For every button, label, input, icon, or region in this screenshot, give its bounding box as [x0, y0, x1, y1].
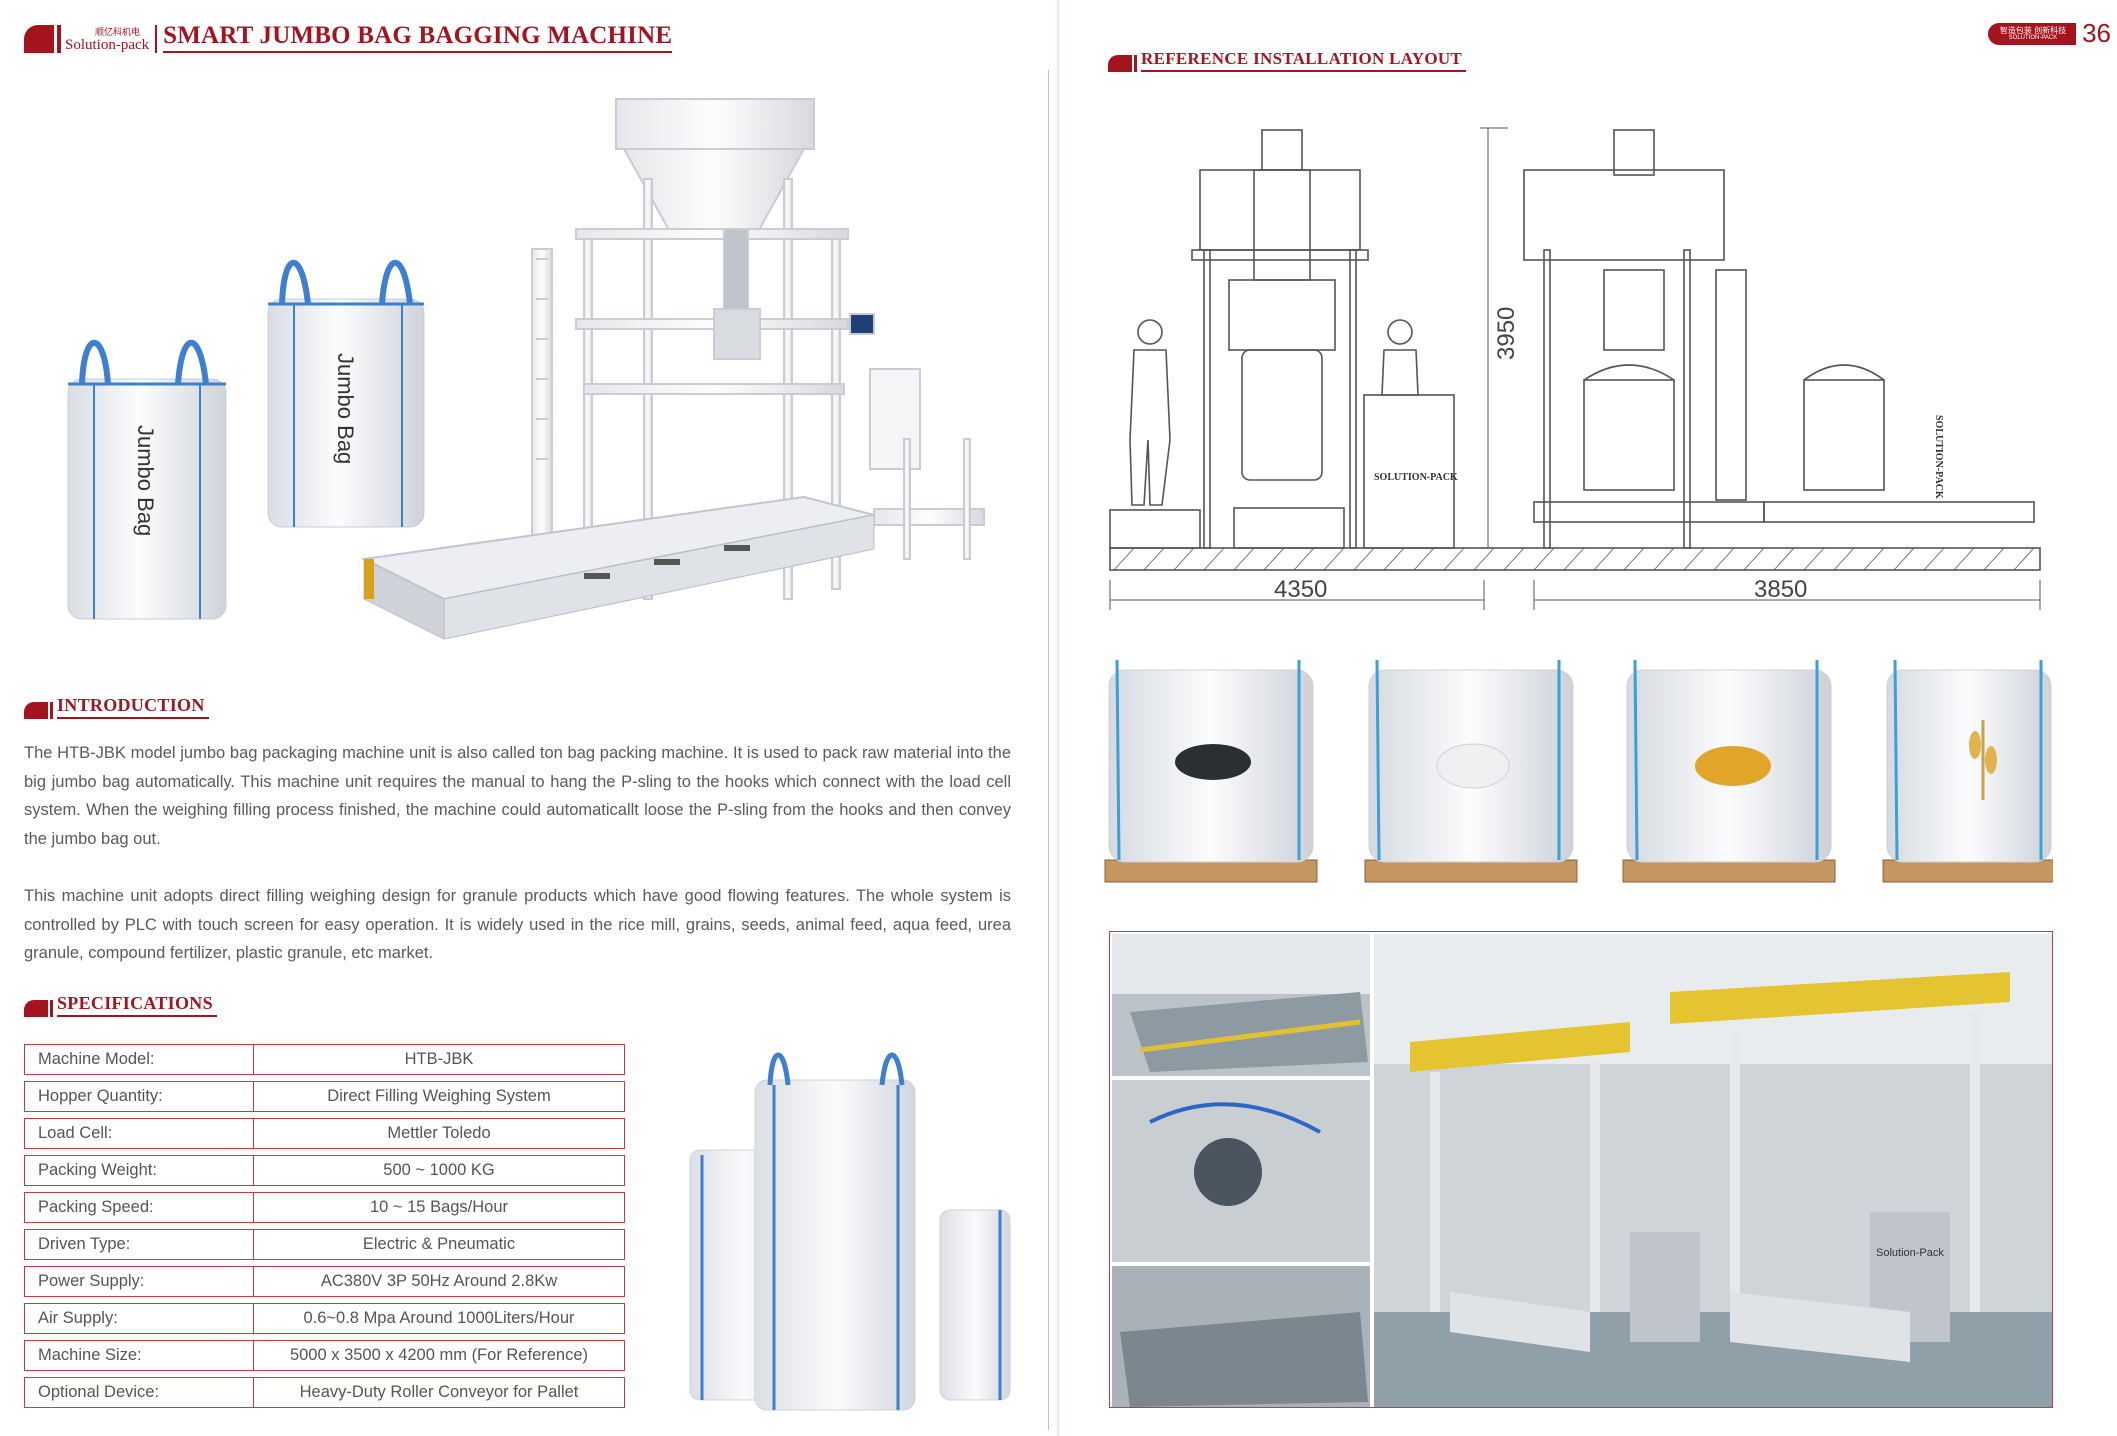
- spec-value: 500 ~ 1000 KG: [383, 1161, 495, 1179]
- right-page: 智造包装 创新科技 SOLUTION-PACK 36 REFERENCE INS…: [1059, 0, 2117, 1436]
- bag-label-2: Jumbo Bag: [333, 353, 358, 464]
- spec-key: Optional Device:: [25, 1378, 254, 1407]
- spec-value: 5000 x 3500 x 4200 mm (For Reference): [289, 1346, 589, 1364]
- bag-sample-white-granule: [1364, 659, 1578, 883]
- roller-conveyor: [360, 495, 875, 640]
- page-number: 36: [2082, 18, 2111, 48]
- spec-row: Packing Speed: 10 ~ 15 Bags/Hour: [24, 1192, 625, 1223]
- spec-value: Direct Filling Weighing System: [327, 1087, 551, 1105]
- layout-heading: REFERENCE INSTALLATION LAYOUT: [1108, 49, 1467, 72]
- page-header: 顺亿科机电 Solution-pack SMART JUMBO BAG BAGG…: [24, 22, 673, 53]
- page-pill-en: SOLUTION-PACK: [2008, 35, 2058, 42]
- photo-roller-conveyor: [1112, 934, 1370, 1076]
- spec-value: HTB-JBK: [404, 1050, 474, 1068]
- bag-label-1: Jumbo Bag: [133, 425, 158, 536]
- spec-key: Driven Type:: [25, 1230, 254, 1259]
- spec-row: Machine Model: HTB-JBK: [24, 1044, 625, 1075]
- photo-production-line: [1374, 934, 2052, 1407]
- dimension-lines: [1109, 127, 2041, 610]
- spec-value: Mettler Toledo: [387, 1124, 491, 1142]
- bagging-machine: [531, 98, 985, 600]
- specifications-title: SPECIFICATIONS: [57, 993, 217, 1017]
- spec-key: Air Supply:: [25, 1304, 254, 1333]
- spec-key: Power Supply:: [25, 1267, 254, 1296]
- spec-key: Packing Weight:: [25, 1156, 254, 1185]
- page-pill: 智造包装 创新科技 SOLUTION-PACK: [1987, 22, 2077, 45]
- photo-logo: Solution-Pack: [1876, 1247, 1944, 1259]
- photo-roller-bed: [1112, 1266, 1370, 1407]
- spec-key: Packing Speed:: [25, 1193, 254, 1222]
- spec-value: 10 ~ 15 Bags/Hour: [369, 1198, 509, 1216]
- spec-key: Hopper Quantity:: [25, 1082, 254, 1111]
- spec-row: Power Supply: AC380V 3P 50Hz Around 2.8Kw: [24, 1266, 625, 1297]
- introduction-heading: INTRODUCTION: [24, 695, 209, 719]
- stacked-bags-image: [689, 1052, 1011, 1411]
- specifications-heading: SPECIFICATIONS: [24, 993, 217, 1017]
- spec-value: Heavy-Duty Roller Conveyor for Pallet: [299, 1383, 579, 1401]
- layout-title: REFERENCE INSTALLATION LAYOUT: [1141, 49, 1467, 72]
- machine-illustration: Jumbo Bag Jumbo Bag: [24, 79, 1008, 667]
- spec-row: Load Cell: Mettler Toledo: [24, 1118, 625, 1149]
- brand-en: Solution-pack: [65, 37, 150, 53]
- bag-sample-wheat: [1882, 659, 2053, 883]
- spec-value: Electric & Pneumatic: [362, 1235, 516, 1253]
- spec-key: Machine Model:: [25, 1045, 254, 1074]
- factory-photo-collage: Solution-Pack: [1109, 931, 2053, 1408]
- jumbo-bag-1: [67, 339, 227, 620]
- dimension-width-left: 4350: [1274, 576, 1327, 603]
- page-pill-cn: 智造包装 创新科技: [1999, 25, 2067, 35]
- floor-slab: [1109, 547, 2041, 571]
- spec-row: Optional Device: Heavy-Duty Roller Convey…: [24, 1377, 625, 1408]
- spec-table: Machine Model: HTB-JBK Hopper Quantity: Di…: [24, 1044, 625, 1414]
- spec-key: Machine Size:: [25, 1341, 254, 1370]
- jumbo-bag-2: [267, 259, 425, 528]
- spec-value: AC380V 3P 50Hz Around 2.8Kw: [320, 1272, 558, 1290]
- spec-value: 0.6~0.8 Mpa Around 1000Liters/Hour: [303, 1309, 575, 1327]
- dimension-height: 3950: [1493, 307, 1520, 360]
- introduction-title: INTRODUCTION: [57, 695, 209, 719]
- front-view: [1109, 129, 1455, 549]
- spec-key: Load Cell:: [25, 1119, 254, 1148]
- bag-sample-corn: [1622, 659, 1836, 883]
- brand-logo: 顺亿科机电 Solution-pack: [24, 25, 149, 53]
- page-number-badge: 智造包装 创新科技 SOLUTION-PACK 36: [1987, 18, 2117, 49]
- photo-weighing-hooks: [1112, 1080, 1370, 1262]
- brand-cn: 顺亿科机电: [95, 27, 141, 37]
- dimension-width-right: 3850: [1754, 576, 1807, 603]
- installation-layout-drawing: 3950 4350 3850 SOLUTION-PACK SOLUTION-PA…: [1109, 127, 2041, 610]
- spec-row: Packing Weight: 500 ~ 1000 KG: [24, 1155, 625, 1186]
- spec-row: Air Supply: 0.6~0.8 Mpa Around 1000Liters…: [24, 1303, 625, 1334]
- spec-row: Hopper Quantity: Direct Filling Weighing …: [24, 1081, 625, 1112]
- left-page: 顺亿科机电 Solution-pack SMART JUMBO BAG BAGG…: [0, 0, 1058, 1436]
- filled-bag-samples: [1104, 659, 2053, 883]
- cabinet-label: SOLUTION-PACK: [1374, 472, 1458, 483]
- page-rule: [1048, 70, 1049, 1430]
- bag-right: [939, 1209, 1011, 1401]
- hero-machine-image: Jumbo Bag Jumbo Bag: [24, 79, 1008, 667]
- spec-row: Machine Size: 5000 x 3500 x 4200 mm (For …: [24, 1340, 625, 1371]
- intro-paragraph-2: This machine unit adopts direct filling …: [24, 887, 1011, 962]
- bag-sample-black-granule: [1104, 659, 1318, 883]
- page-gutter: [1057, 0, 1059, 1436]
- side-label: SOLUTION-PACK: [1933, 415, 1944, 499]
- side-view: [1523, 129, 2035, 549]
- bag-center: [754, 1052, 916, 1411]
- floor-hatch: [1113, 547, 2035, 571]
- factory-photos: Solution-Pack: [1112, 934, 2052, 1407]
- page-title: SMART JUMBO BAG BAGGING MACHINE: [163, 22, 673, 53]
- spec-row: Driven Type: Electric & Pneumatic: [24, 1229, 625, 1260]
- intro-paragraph-1: The HTB-JBK model jumbo bag packaging ma…: [24, 744, 1011, 848]
